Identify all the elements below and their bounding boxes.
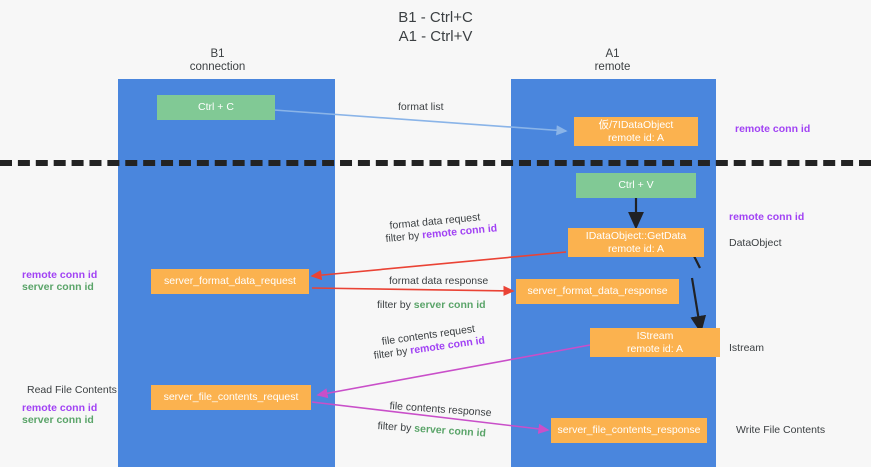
node-server-file-contents-response-label: server_file_contents_response [557, 424, 701, 437]
annotation-left-remote-conn-id-1: remote conn id [22, 269, 98, 281]
annotation-right-istream: Istream [729, 342, 765, 354]
node-getdata[interactable]: IDataObject::GetData remote id: A [568, 228, 704, 257]
node-getdata-sub: remote id: A [607, 242, 665, 255]
annotation-left-remote-conn-id-2: remote conn id [22, 402, 98, 414]
node-idataobject-remote-label: 仮/7IDataObject [598, 119, 674, 131]
filter-prefix-1: filter by [385, 229, 423, 245]
node-server-format-data-response-label: server_format_data_response [527, 285, 668, 298]
edge-label-format-data-response: format data response [389, 275, 489, 287]
lane-title-b1: B1 connection [189, 48, 246, 73]
node-ctrl-v[interactable]: Ctrl + V [576, 173, 696, 198]
node-server-format-data-request-label: server_format_data_request [164, 275, 296, 288]
node-idataobject-remote-sub: remote id: A [607, 131, 665, 144]
node-getdata-label: IDataObject::GetData [585, 230, 687, 242]
edge-label-format-list: format list [398, 101, 444, 113]
node-istream[interactable]: IStream remote id: A [590, 328, 720, 357]
node-idataobject-remote[interactable]: 仮/7IDataObject remote id: A [574, 117, 698, 146]
annotation-right-remote-conn-id-1: remote conn id [735, 123, 811, 135]
node-ctrl-c-label: Ctrl + C [198, 101, 234, 114]
node-istream-label: IStream [636, 330, 674, 342]
annotation-right-dataobject: DataObject [729, 237, 782, 249]
filter-prefix-2: filter by [377, 299, 414, 311]
lane-title-a1: A1 remote [594, 48, 631, 73]
annotation-right-remote-conn-id-2: remote conn id [729, 211, 805, 223]
annotation-left-read-file-contents: Read File Contents [27, 384, 117, 396]
filter-highlight-2: server conn id [413, 299, 486, 311]
section-divider [0, 160, 871, 166]
filter-highlight-4: server conn id [413, 422, 487, 440]
node-istream-sub: remote id: A [626, 342, 684, 355]
node-server-file-contents-request-label: server_file_contents_request [163, 391, 299, 404]
node-ctrl-v-label: Ctrl + V [618, 179, 654, 192]
diagram-title: B1 - Ctrl+C A1 - Ctrl+V [398, 9, 473, 45]
edge-label-filter-by-server-conn-id-2: filter by server conn id [377, 420, 486, 441]
edge-label-filter-by-server-conn-id-1: filter by server conn id [377, 299, 486, 312]
filter-prefix-3: filter by [373, 344, 412, 362]
node-server-file-contents-response[interactable]: server_file_contents_response [551, 418, 707, 443]
node-server-format-data-response[interactable]: server_format_data_response [516, 279, 679, 304]
node-ctrl-c[interactable]: Ctrl + C [157, 95, 275, 120]
annotation-left-server-conn-id-2: server conn id [22, 414, 94, 426]
edge-label-file-contents-response: file contents response [389, 400, 492, 420]
filter-prefix-4: filter by [377, 420, 415, 435]
node-server-format-data-request[interactable]: server_format_data_request [151, 269, 309, 294]
node-server-file-contents-request[interactable]: server_file_contents_request [151, 385, 311, 410]
annotation-right-write-file-contents: Write File Contents [736, 424, 826, 436]
annotation-left-server-conn-id-1: server conn id [22, 281, 94, 293]
